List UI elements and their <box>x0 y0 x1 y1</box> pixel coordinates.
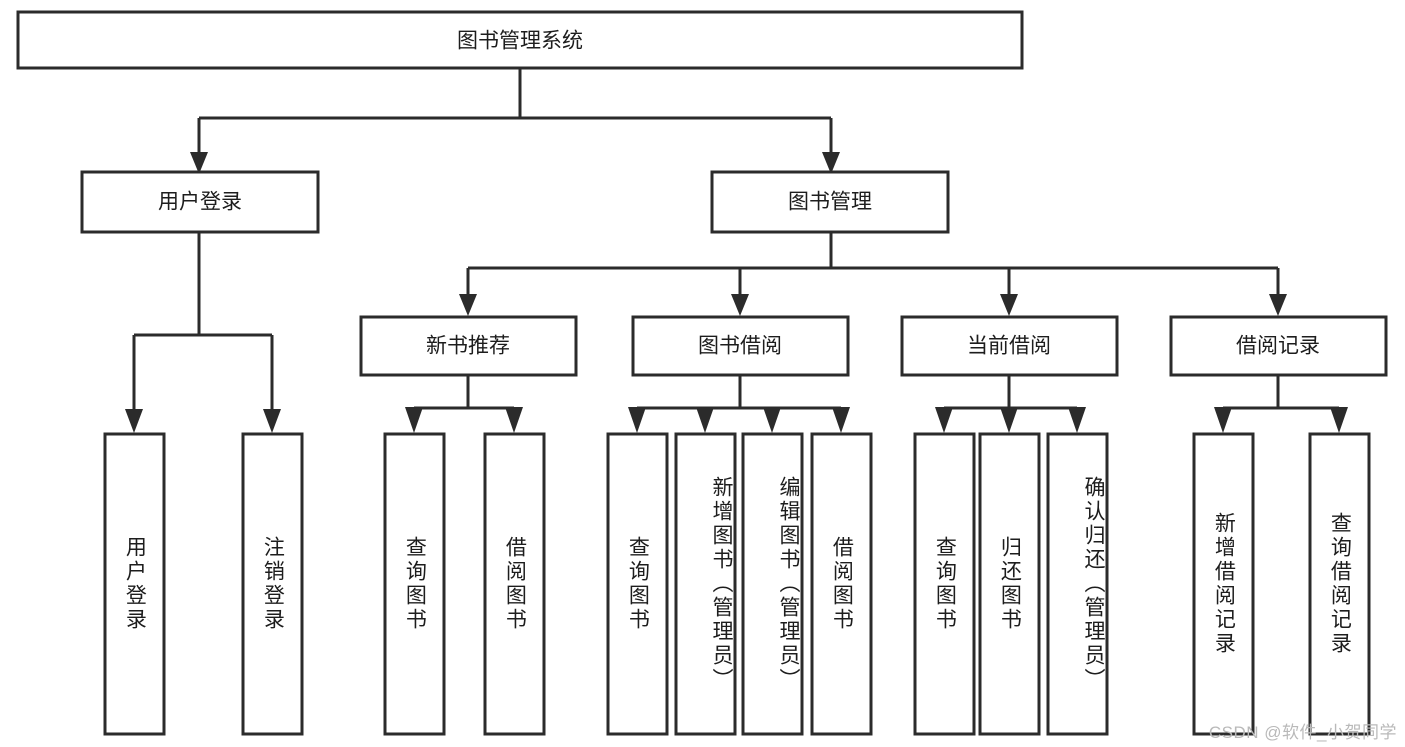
node-book-manage-label: 图书管理 <box>788 191 872 214</box>
edge-group-new-book-recommend <box>405 375 523 433</box>
edge-group-book-borrow <box>628 375 850 433</box>
node-borrow-record-box[interactable] <box>1169 315 1388 377</box>
arrow-head-icon <box>505 407 523 433</box>
leaf-box-query-book-3[interactable] <box>913 432 976 736</box>
node-new-book-recommend-label: 新书推荐 <box>426 335 510 358</box>
leaf-box-return-book[interactable] <box>978 432 1041 736</box>
node-root-box[interactable] <box>16 10 1024 70</box>
arrow-head-icon <box>1330 407 1348 433</box>
node-book-borrow-label: 图书借阅 <box>698 335 782 358</box>
node-root[interactable]: 图书管理系统 <box>16 10 1024 70</box>
node-user-login[interactable]: 用户登录 <box>80 170 320 234</box>
arrow-head-icon <box>935 407 953 433</box>
node-book-borrow-box[interactable] <box>631 315 850 377</box>
leaf-boxes <box>103 432 1371 736</box>
edge-group-book-manage <box>459 232 1287 316</box>
arrow-head-icon <box>1068 407 1086 433</box>
node-current-borrow-box[interactable] <box>900 315 1119 377</box>
node-book-borrow[interactable]: 图书借阅 <box>631 315 850 377</box>
node-user-login-box[interactable] <box>80 170 320 234</box>
node-book-manage[interactable]: 图书管理 <box>710 170 950 234</box>
leaf-box-user-login[interactable] <box>103 432 166 736</box>
arrow-head-icon <box>1000 294 1018 316</box>
node-borrow-record[interactable]: 借阅记录 <box>1169 315 1388 377</box>
arrow-head-icon <box>263 409 281 433</box>
node-current-borrow[interactable]: 当前借阅 <box>900 315 1119 377</box>
leaf-box-confirm-return[interactable] <box>1046 432 1109 736</box>
leaf-box-query-book-1[interactable] <box>383 432 446 736</box>
leaf-box-borrow-book-2[interactable] <box>810 432 873 736</box>
leaf-box-add-record[interactable] <box>1192 432 1255 736</box>
arrow-head-icon <box>763 407 781 433</box>
arrow-head-icon <box>1214 407 1232 433</box>
leaf-box-edit-book[interactable] <box>741 432 804 736</box>
node-root-label: 图书管理系统 <box>457 30 583 53</box>
node-current-borrow-label: 当前借阅 <box>967 335 1051 358</box>
leaf-box-logout[interactable] <box>241 432 304 736</box>
arrow-head-icon <box>1269 294 1287 316</box>
edge-group-current-borrow <box>935 375 1086 433</box>
arrow-head-icon <box>731 294 749 316</box>
leaf-box-borrow-book-1[interactable] <box>483 432 546 736</box>
arrow-head-icon <box>628 407 646 433</box>
arrow-head-icon <box>696 407 714 433</box>
node-new-book-recommend-box[interactable] <box>359 315 578 377</box>
arrow-head-icon <box>190 152 208 174</box>
node-borrow-record-label: 借阅记录 <box>1236 335 1320 358</box>
node-user-login-label: 用户登录 <box>158 191 242 214</box>
arrow-head-icon <box>832 407 850 433</box>
arrow-head-icon <box>405 407 423 433</box>
edge-group-user-login <box>125 232 281 433</box>
arrow-head-icon <box>1000 407 1018 433</box>
edge-group-root <box>190 68 840 174</box>
arrow-head-icon <box>125 409 143 433</box>
node-book-manage-box[interactable] <box>710 170 950 234</box>
csdn-watermark: CSDN @软件_小贺同学 <box>1208 723 1397 742</box>
edge-group-borrow-record <box>1214 375 1348 433</box>
leaf-box-add-book[interactable] <box>674 432 737 736</box>
node-new-book-recommend[interactable]: 新书推荐 <box>359 315 578 377</box>
leaf-box-query-record[interactable] <box>1308 432 1371 736</box>
arrow-head-icon <box>822 152 840 174</box>
leaf-box-query-book-2[interactable] <box>606 432 669 736</box>
arrow-head-icon <box>459 294 477 316</box>
